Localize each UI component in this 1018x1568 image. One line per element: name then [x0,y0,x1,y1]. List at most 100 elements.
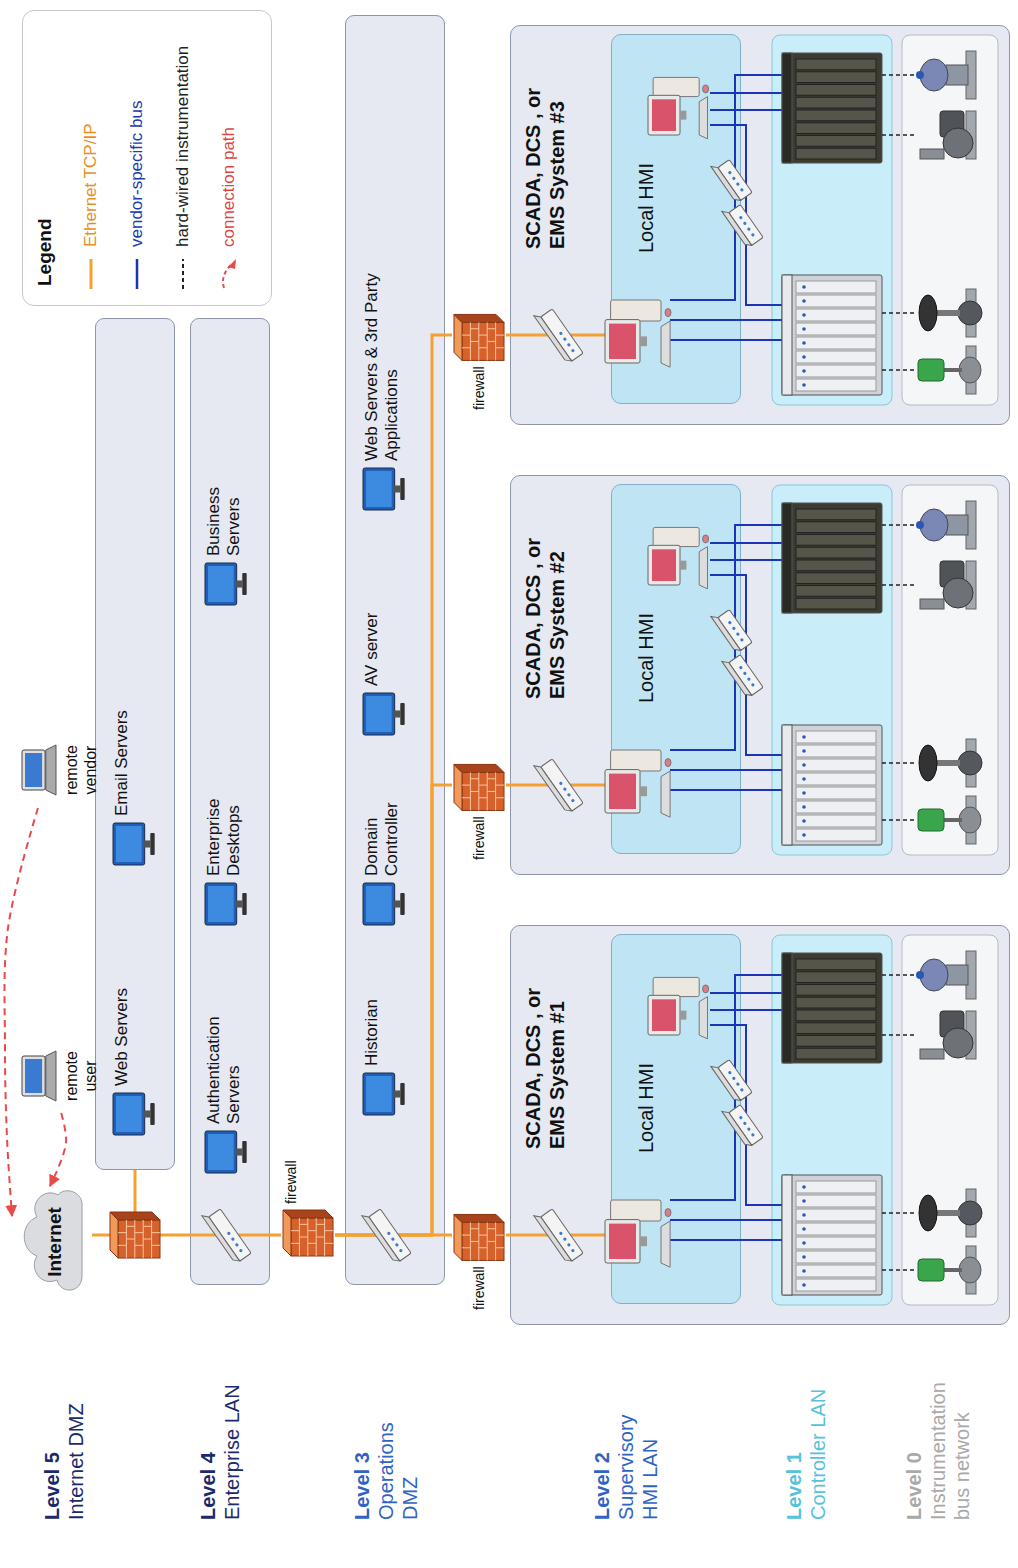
level-band [190,318,270,1285]
pump-outlet [920,149,944,159]
firewall-node: firewall [452,1212,506,1312]
pump-outlet [920,1049,944,1059]
switch-body [369,1209,411,1261]
ethernet-link [335,1234,452,1237]
rack-module [796,1279,876,1291]
rack-module [796,773,876,785]
vendor-bus [710,1025,782,1205]
monitor-screen [208,886,234,922]
pc-screen [652,999,676,1031]
monitor-base [400,703,404,725]
rack-module [796,379,876,391]
vendor-bus [670,75,782,300]
switch-body [729,1105,763,1146]
level-label: Level 5 [40,1452,64,1520]
diaphragm [919,295,937,331]
monitor-frame [113,1093,145,1135]
network-switch [722,201,763,249]
hard-wired-line [882,74,914,76]
switch-led [739,1115,743,1119]
icon-slot [204,882,248,926]
pipe [966,111,976,159]
meter-cap [916,521,924,529]
rack-top [782,725,792,845]
switch-body [541,309,583,361]
server-node: Authentication Servers [202,992,250,1176]
valve-actuator [918,359,944,381]
server-node: Email Servers [110,708,158,868]
module-led [802,763,806,767]
icon-slot [362,467,406,511]
rack-module [796,759,876,771]
mortar [487,791,495,792]
brick-front [462,1222,504,1260]
pc-stand [640,336,647,346]
monitor-frame [205,1131,237,1173]
ethernet-wire [134,1170,137,1212]
node-label: Historian [362,999,382,1066]
vendor-bus [670,975,782,1200]
mortar [470,1222,471,1260]
switch-top [711,1064,741,1104]
pipe [966,951,976,999]
connection-path [4,808,38,1216]
server-node: Enterprise Desktops [202,764,250,928]
rack-module [796,1265,876,1277]
pc-tower [653,977,699,996]
legend-line [182,259,184,289]
rack-module [796,959,876,970]
mortar [470,341,478,342]
pc-tower [653,77,699,96]
field-instrument [920,111,976,159]
mortar [496,347,504,348]
module-led [802,313,806,317]
switch-top [534,313,572,364]
diaphragm [919,745,937,781]
monitor-frame [205,563,237,605]
brick-top [110,1212,118,1258]
switch-led [227,1231,231,1235]
rack-module [796,1036,876,1047]
meter-cap [916,71,924,79]
switch-led [740,1088,744,1092]
node-label: firewall [471,816,488,860]
legend-sample [220,257,238,291]
module-led [802,355,806,359]
hmi-workstation [648,977,709,1038]
monitor-base [400,1083,404,1105]
rack-module [796,972,876,983]
mortar [470,791,478,792]
vendor-bus [710,575,782,755]
module-led [802,735,806,739]
switch-led [747,1127,751,1131]
label-holder: Operations DMZ [374,1408,422,1520]
brick-front [291,1218,333,1256]
label-holder: Level 4 [196,1452,220,1520]
meter-dome [920,59,948,91]
brick-side [454,314,504,322]
mortar [496,797,504,798]
monitor-frame [363,693,395,735]
label-holder: Instrumentation bus network [926,1362,974,1520]
meter-body [946,65,968,85]
pc-monitor [648,545,680,585]
legend-sample [128,257,146,291]
monitor-frame [363,468,395,510]
switch-led [571,1248,575,1252]
hmi-workstation [648,527,709,588]
monitor-stand [394,485,400,492]
pump-housing [943,128,973,158]
rack-module [796,1209,876,1221]
server-node: Web Servers & 3rd Party Applications [360,254,408,513]
plc-rack [782,953,882,1063]
switch-body [729,655,763,696]
monitor-base [150,833,154,855]
node-label: Internet [44,1207,67,1277]
field-instrument [916,501,976,549]
pc-keyboard [699,997,707,1039]
ethernet-link [506,784,611,787]
box-heading: SCADA, DCS , or EMS System #3 [521,44,569,249]
brick-front [462,322,504,360]
label-holder: Legend [34,218,57,286]
valve-stem [942,1268,962,1272]
